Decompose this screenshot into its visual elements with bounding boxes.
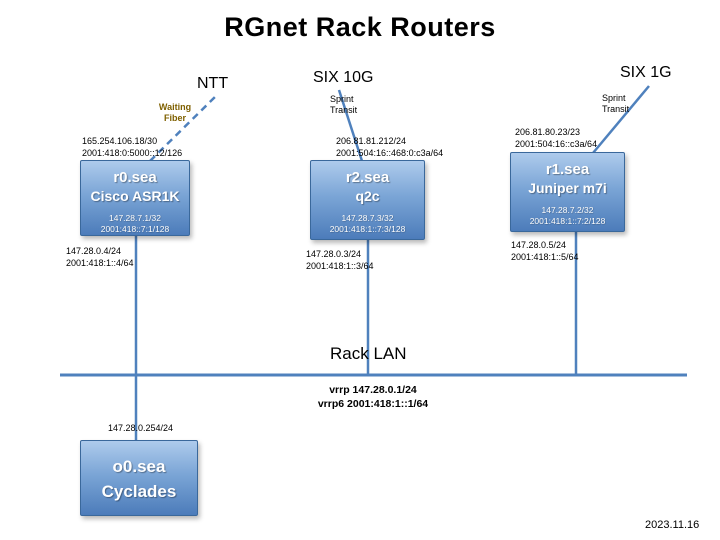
router-model: q2c [355, 187, 380, 204]
router-loopbacks: 147.28.7.1/32 2001:418::7:1/128 [100, 213, 170, 235]
ntt-label: NTT [197, 75, 229, 92]
rack-lan-vrrp-addresses: vrrp 147.28.0.1/24 vrrp6 2001:418:1::1/6… [317, 384, 429, 410]
router-node-r2: r2.sea q2c 147.28.7.3/32 2001:418:1::7:3… [310, 160, 425, 240]
router-node-r1: r1.sea Juniper m7i 147.28.7.2/32 2001:41… [510, 152, 625, 232]
date-stamp: 2023.11.16 [645, 519, 700, 531]
router-name: r1.sea [545, 161, 590, 178]
six-10g-transit-note: Sprint Transit [330, 94, 358, 116]
r2-uplink-ips: 206.81.81.212/24 2001:504:16::468:0:c3a/… [336, 136, 444, 158]
six-10g-label: SIX 10G [313, 69, 374, 86]
router-model: Cisco ASR1K [90, 187, 180, 204]
router-loopbacks: 147.28.7.2/32 2001:418:1::7:2/128 [529, 205, 606, 227]
r0-uplink-ips: 165.254.106.18/30 2001:418:0:5000::12/12… [82, 136, 183, 158]
six-1g-label: SIX 1G [620, 64, 672, 81]
six-1g-transit-note: Sprint Transit [602, 93, 630, 115]
console-node-o0: o0.sea Cyclades [80, 440, 198, 516]
link-r2-six10g [337, 89, 364, 162]
diagram-title: RGnet Rack Routers [224, 12, 496, 42]
console-name: o0.sea [112, 457, 166, 476]
router-name: r2.sea [345, 169, 390, 186]
link-r0-ntt [149, 93, 219, 162]
r1-uplink-ips: 206.81.80.23/23 2001:504:16::c3a/64 [515, 127, 598, 149]
rack-lan-label: Rack LAN [330, 344, 407, 363]
waiting-fiber-note: Waiting Fiber [158, 102, 192, 124]
router-node-r0: r0.sea Cisco ASR1K 147.28.7.1/32 2001:41… [80, 160, 190, 236]
r2-lan-ips: 147.28.0.3/24 2001:418:1::3/64 [306, 249, 374, 271]
r0-lan-ips: 147.28.0.4/24 2001:418:1::4/64 [66, 246, 134, 268]
router-name: r0.sea [113, 169, 157, 186]
link-r1-six1g [592, 85, 650, 154]
console-model: Cyclades [101, 481, 177, 501]
router-model: Juniper m7i [528, 179, 607, 196]
r1-lan-ips: 147.28.0.5/24 2001:418:1::5/64 [511, 240, 579, 262]
o0-lan-ip: 147.28.0.254/24 [108, 423, 174, 433]
router-loopbacks: 147.28.7.3/32 2001:418:1::7:3/128 [329, 213, 406, 235]
